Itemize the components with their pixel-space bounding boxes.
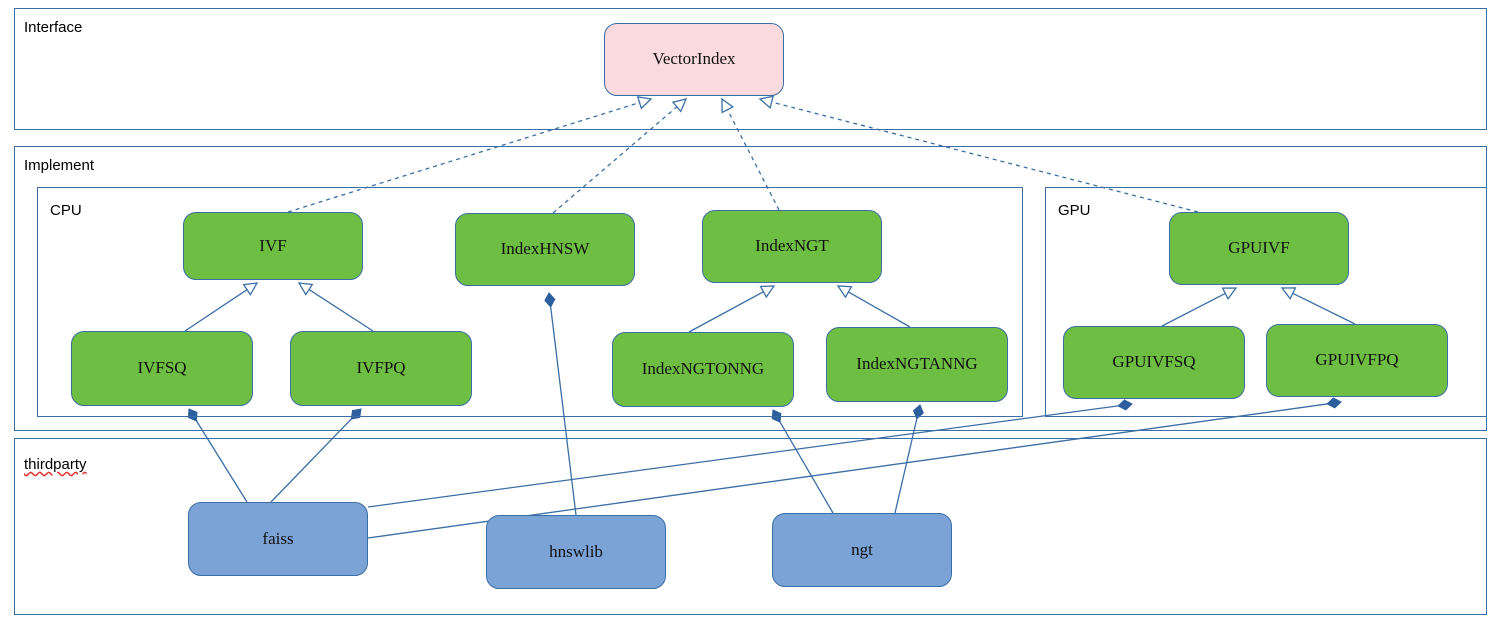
node-faiss[interactable]: faiss	[188, 502, 368, 576]
node-indexngtonng[interactable]: IndexNGTONNG	[612, 332, 794, 407]
group-box-thirdparty	[14, 438, 1487, 615]
node-gpuivfsq[interactable]: GPUIVFSQ	[1063, 326, 1245, 399]
node-ngt[interactable]: ngt	[772, 513, 952, 587]
node-gpuivfpq[interactable]: GPUIVFPQ	[1266, 324, 1448, 397]
group-label-cpu: CPU	[50, 202, 82, 219]
group-label-thirdparty: thirdparty	[24, 456, 87, 473]
node-indexhnsw[interactable]: IndexHNSW	[455, 213, 635, 286]
node-gpuivf[interactable]: GPUIVF	[1169, 212, 1349, 285]
node-indexngt[interactable]: IndexNGT	[702, 210, 882, 283]
group-label-gpu: GPU	[1058, 202, 1091, 219]
node-ivf[interactable]: IVF	[183, 212, 363, 280]
node-ivfpq[interactable]: IVFPQ	[290, 331, 472, 406]
group-label-interface: Interface	[24, 19, 83, 36]
group-box-interface	[14, 8, 1487, 130]
group-label-implement: Implement	[24, 157, 95, 174]
group-box-gpu	[1045, 187, 1487, 417]
node-vectorindex[interactable]: VectorIndex	[604, 23, 784, 96]
node-hnswlib[interactable]: hnswlib	[486, 515, 666, 589]
node-indexngtanng[interactable]: IndexNGTANNG	[826, 327, 1008, 402]
group-box-cpu	[37, 187, 1023, 417]
node-ivfsq[interactable]: IVFSQ	[71, 331, 253, 406]
